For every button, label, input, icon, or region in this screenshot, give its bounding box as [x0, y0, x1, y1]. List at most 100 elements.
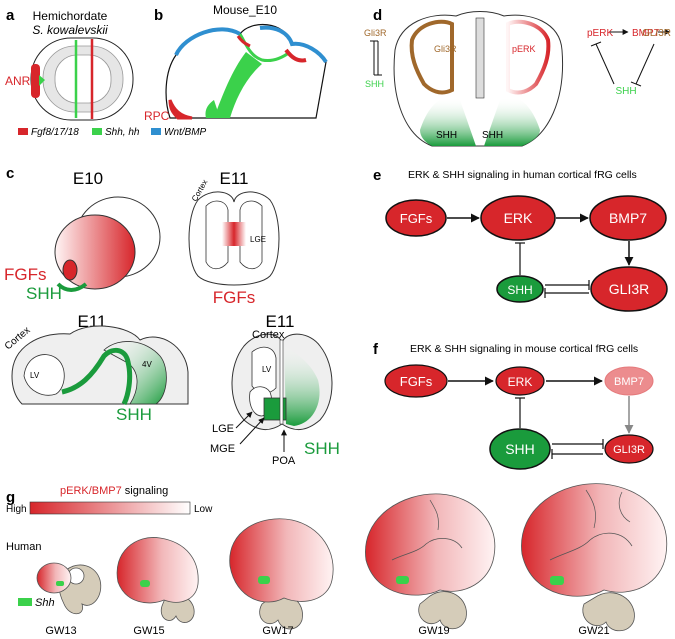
d-shh-inside-2: SHH [482, 130, 503, 141]
fgfs-e10-label: FGFs [4, 265, 47, 284]
f-erk-node [495, 366, 545, 396]
signal-gradient-bar [29, 501, 191, 515]
e11-left-ventricle [205, 200, 229, 270]
panel-b: b Mouse_E10 RPC [144, 3, 328, 123]
e10-rostral-signal-center [62, 259, 78, 281]
f-bmp7-node [604, 366, 654, 396]
lge-label: LGE [212, 423, 234, 435]
f-fgfs-node [384, 364, 448, 398]
panel-f-title: ERK & SHH signaling in mouse cortical fR… [410, 343, 638, 355]
panel-a-title-line1: Hemichordate [33, 9, 108, 23]
e-erk-label: ERK [504, 210, 533, 226]
gw13-shh [56, 581, 64, 586]
panel-label-a: a [6, 7, 15, 24]
stage-gw13: GW13 [45, 625, 76, 637]
stage-gw21: GW21 [578, 625, 609, 637]
legend-label-wnt: Wnt/BMP [164, 127, 207, 138]
gw13-cortex [36, 562, 72, 594]
brain-gw21 [521, 483, 668, 632]
gw15-shh [140, 580, 150, 587]
wnt-roof-2 [259, 25, 328, 64]
shh-legend-label: Shh [35, 597, 55, 609]
gw17-shh [258, 576, 270, 584]
4v-label: 4V [142, 360, 152, 369]
panel-label-d: d [373, 7, 382, 24]
isthmus-red-domain [284, 48, 307, 63]
e-fgfs-label: FGFs [400, 211, 433, 226]
anr-label: ANR [5, 74, 31, 88]
e-fgfs-node [385, 199, 447, 237]
f-gli3r-node [604, 434, 654, 464]
gw17-cortex [229, 518, 334, 603]
e-gli3r-node [590, 266, 668, 312]
legend-label-shh: Shh, hh [105, 127, 140, 138]
shh-band-ventral [214, 52, 262, 118]
lge-top-label: LGE [250, 235, 266, 244]
shh-e10-label: SHH [26, 284, 62, 303]
signal-title: pERK/BMP7 signaling [60, 485, 168, 497]
d-shh-inhibit-perk-bar [590, 41, 602, 47]
stage-gw17: GW17 [262, 625, 293, 637]
panel-d: d Gli3R SHH Gli3R pERK SHH SHH pERK BMP7… [364, 7, 671, 147]
cortex-right-label: Cortex [252, 329, 285, 341]
panel-label-g: g [6, 489, 15, 506]
panel-label-c: c [6, 165, 14, 182]
e11-coronal-green-gradient [284, 344, 320, 426]
gw19-sulcus [429, 499, 439, 531]
lv-sagittal [23, 354, 65, 396]
panel-c: c E10 FGFs SHH E11 Cortex LGE FGFs E11 C… [3, 165, 340, 467]
panel-label-b: b [154, 7, 163, 24]
lge-arrow [235, 411, 253, 429]
e-shh-label: SHH [507, 283, 532, 297]
mge-label: MGE [210, 443, 235, 455]
hemichordate-core [54, 54, 112, 104]
zli-red-domain [236, 35, 251, 48]
legend-swatch-wnt [151, 128, 161, 135]
gw19-sylvian-fissure [391, 538, 463, 561]
d-perk: pERK [587, 28, 613, 39]
panel-label-f: f [373, 341, 379, 358]
d-gli3r-inhibit-shh [635, 43, 655, 85]
panel-g: g pERK/BMP7 signaling High Low Human Shh [6, 483, 668, 637]
d-shh-inhibit-perk [595, 43, 615, 85]
gw19-hindbrain [418, 591, 467, 630]
e-bmp7-node [589, 195, 667, 241]
legend-label-fgf: Fgf8/17/18 [31, 127, 79, 138]
panel-f: f ERK & SHH signaling in mouse cortical … [373, 341, 654, 470]
panel-label-e: e [373, 167, 381, 184]
d-gli3r-inhibit-shh-bar [630, 81, 642, 87]
anr-red-domain [31, 64, 40, 98]
e11-right-ventricle [239, 200, 263, 270]
brain-gw17 [229, 518, 334, 630]
d-gli3r-domain [409, 19, 454, 95]
brain-gw15 [116, 537, 199, 623]
e11-right-label: E11 [266, 312, 295, 331]
d-perk-inside: pERK [512, 44, 536, 54]
shh-coronal-label: SHH [304, 439, 340, 458]
d-right-green [484, 97, 540, 146]
high-label: High [6, 504, 27, 515]
stage-gw15: GW15 [133, 625, 164, 637]
brain-gw13 [36, 562, 102, 615]
e-erk-node [480, 195, 556, 241]
poa-label: POA [272, 455, 296, 467]
f-bmp7-label: BMP7 [614, 376, 644, 388]
f-fgfs-label: FGFs [400, 374, 433, 389]
d-gli3r: GLI3R [642, 28, 671, 39]
panel-a-title-line2: S. kowalevskii [32, 23, 108, 37]
gw19-shh [396, 576, 409, 584]
d-shh: SHH [615, 86, 636, 97]
rpc-label: RPC [144, 109, 170, 123]
fgfs-e11-label: FGFs [213, 288, 256, 307]
4v-region [103, 341, 167, 405]
anr-green-domain [39, 75, 45, 86]
e10-label: E10 [73, 169, 103, 188]
shh-legend-swatch [18, 598, 32, 606]
d-shh-inside-1: SHH [436, 130, 457, 141]
mge-arrow [239, 417, 265, 445]
legend-swatch-fgf [18, 128, 28, 135]
lv-left-label: LV [30, 371, 40, 380]
d-shh-left: SHH [365, 79, 384, 89]
gw21-sulcus-1 [585, 489, 596, 529]
panel-e-title: ERK & SHH signaling in human cortical fR… [408, 169, 637, 181]
